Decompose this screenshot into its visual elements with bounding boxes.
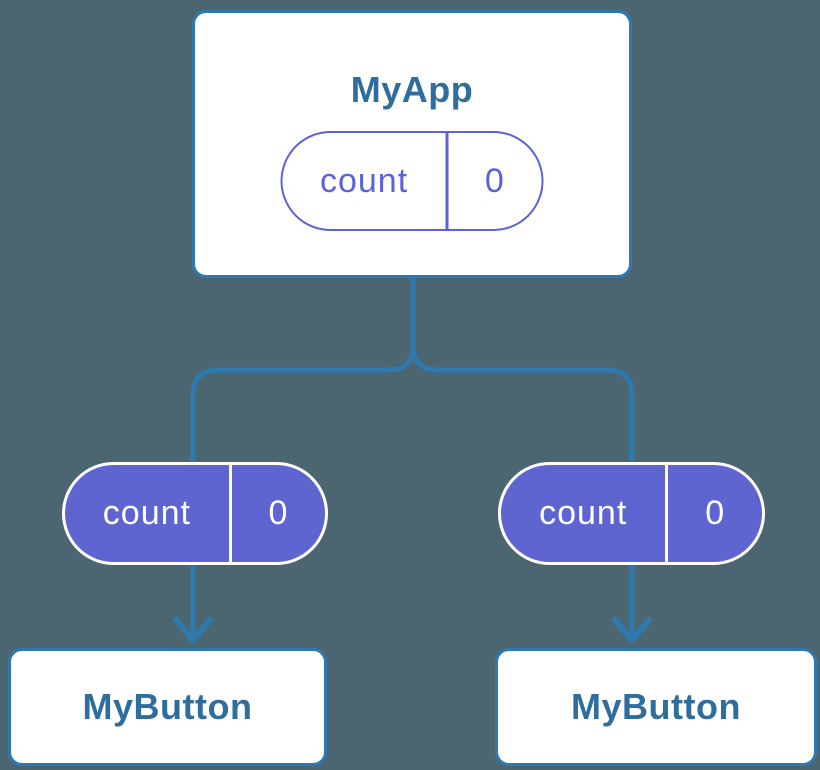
node-mybutton-left: MyButton [8,648,327,766]
state-value-label: 0 [268,494,289,532]
arrowhead-left-icon [173,617,213,643]
pill-divider [228,465,232,562]
myapp-state-pill: count 0 [280,131,544,231]
state-name-label: count [539,494,628,532]
state-name-label: count [102,494,191,532]
state-value-label: 0 [484,161,505,200]
node-myapp-title: MyApp [350,69,474,110]
connector-left-branch [190,277,416,637]
node-mybutton-right-title: MyButton [571,686,741,727]
pill-divider [445,133,449,229]
state-value-label: 0 [705,494,726,532]
node-mybutton-right: MyButton [495,648,817,766]
left-prop-pill: count 0 [62,462,328,565]
state-name-label: count [319,161,409,200]
node-myapp: MyApp count 0 [192,10,632,278]
node-mybutton-left-title: MyButton [82,686,253,727]
right-prop-pill: count 0 [498,462,765,565]
pill-divider [665,465,669,562]
connector-right-branch [410,277,635,637]
arrowhead-right-icon [612,617,652,643]
